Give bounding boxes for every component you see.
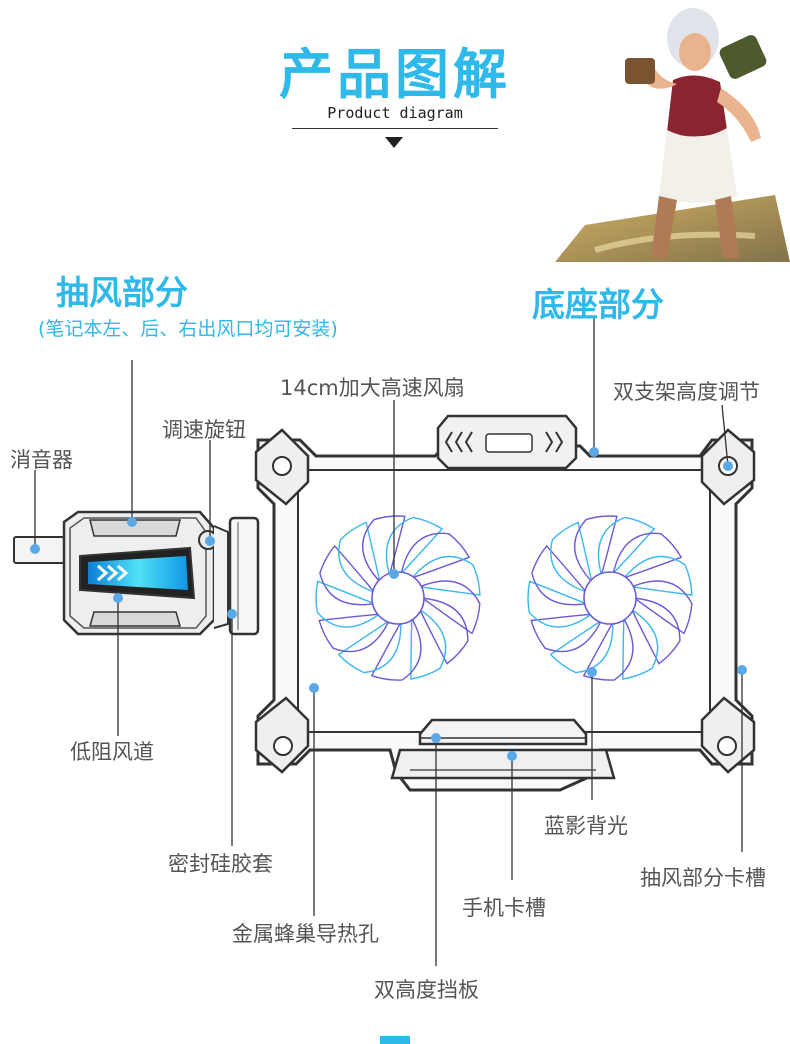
fan-blade xyxy=(531,544,589,606)
fan-blade xyxy=(319,544,377,606)
fan-blade xyxy=(385,516,444,578)
warrior-figure xyxy=(555,8,790,262)
cooling-base xyxy=(254,414,756,792)
fan-blade xyxy=(417,597,469,665)
page-subtitle: Product diagram xyxy=(327,104,463,122)
fan-blade xyxy=(612,532,683,580)
label-honeycomb: 金属蜂巢导热孔 xyxy=(232,922,379,946)
fan-blade xyxy=(597,516,656,578)
label-silencer: 消音器 xyxy=(10,448,73,472)
label-backlight: 蓝影背光 xyxy=(544,814,628,838)
label-slot: 抽风部分卡槽 xyxy=(640,866,766,890)
fan-blade xyxy=(318,613,391,653)
label-low-resistance: 低阻风道 xyxy=(70,740,154,764)
fan-blade xyxy=(621,555,693,596)
fan-blade xyxy=(337,618,402,674)
title-divider xyxy=(292,128,498,129)
fan-hub xyxy=(583,571,637,625)
fan-blade xyxy=(400,532,471,580)
section-exhaust-title: 抽风部分 xyxy=(56,273,188,312)
fan-blade xyxy=(629,580,693,635)
fan-blade xyxy=(549,618,614,674)
fan-blade xyxy=(550,521,594,594)
fan-blade xyxy=(582,615,634,681)
fan-blade xyxy=(573,515,618,584)
fan-blade xyxy=(315,580,382,628)
fan-right xyxy=(527,515,693,681)
fan-blade xyxy=(409,555,481,596)
fan-blade xyxy=(622,607,659,680)
bottom-tab-indicator xyxy=(380,1036,410,1044)
section-base-title: 底座部分 xyxy=(532,285,664,324)
section-exhaust-note: (笔记本左、后、右出风口均可安装) xyxy=(38,318,338,340)
fan-blade xyxy=(370,615,422,681)
page-title: 产品图解 xyxy=(279,43,511,106)
down-triangle-icon xyxy=(385,137,403,148)
fan-blade xyxy=(629,597,681,665)
fan-blade xyxy=(527,580,594,628)
label-speed-knob: 调速旋钮 xyxy=(162,418,246,442)
fan-blade xyxy=(417,580,481,635)
leader-lines xyxy=(34,316,743,966)
label-seal: 密封硅胶套 xyxy=(168,852,273,876)
label-baffle: 双高度挡板 xyxy=(374,978,479,1002)
label-phone-slot: 手机卡槽 xyxy=(462,896,546,920)
callout-dots xyxy=(30,447,747,761)
fan-blade xyxy=(338,521,382,594)
fan-blade xyxy=(410,607,447,680)
label-bracket: 双支架高度调节 xyxy=(613,380,760,404)
label-fan: 14cm加大高速风扇 xyxy=(280,376,465,400)
exhaust-fan-unit xyxy=(13,510,260,636)
fan-left xyxy=(315,515,481,681)
hero-illustration xyxy=(555,8,790,262)
fan-blade xyxy=(530,613,603,653)
fan-hub xyxy=(371,571,425,625)
